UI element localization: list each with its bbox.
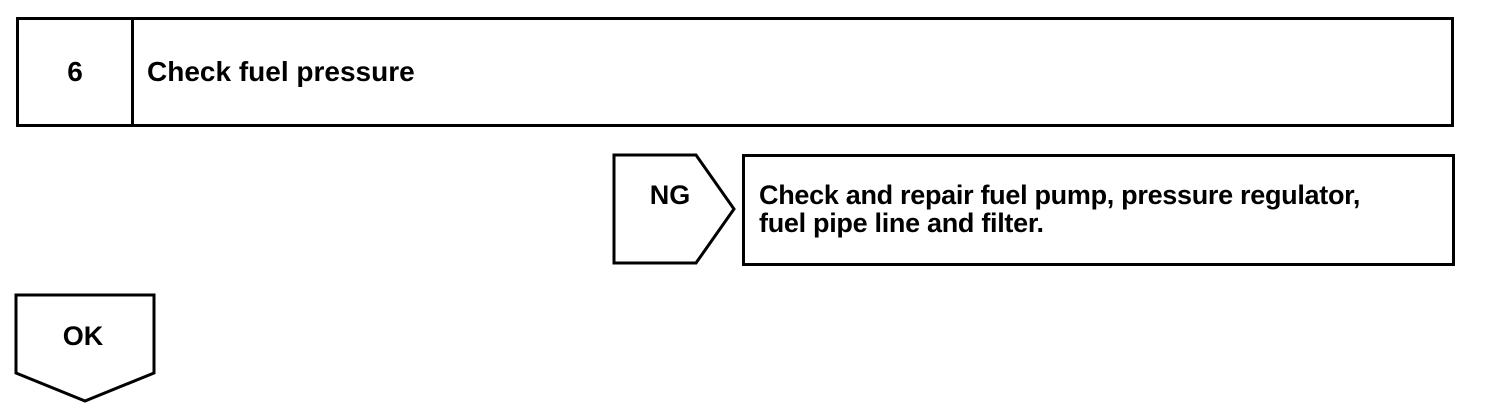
ng-action-line-2: fuel pipe line and filter. xyxy=(759,208,1044,238)
ng-arrow-shape xyxy=(612,153,736,265)
ok-arrow-shape xyxy=(14,293,156,403)
step-title: Check fuel pressure xyxy=(147,56,415,87)
ng-action-line-1: Check and repair fuel pump, pressure reg… xyxy=(759,180,1361,210)
ok-label: OK xyxy=(62,320,104,351)
ng-action-text: Check and repair fuel pump, pressure reg… xyxy=(759,181,1360,237)
ng-action-box: Check and repair fuel pump, pressure reg… xyxy=(742,154,1455,266)
step-box: 6 Check fuel pressure xyxy=(16,17,1454,127)
step-number: 6 xyxy=(19,20,134,124)
ng-label: NG xyxy=(649,179,691,210)
